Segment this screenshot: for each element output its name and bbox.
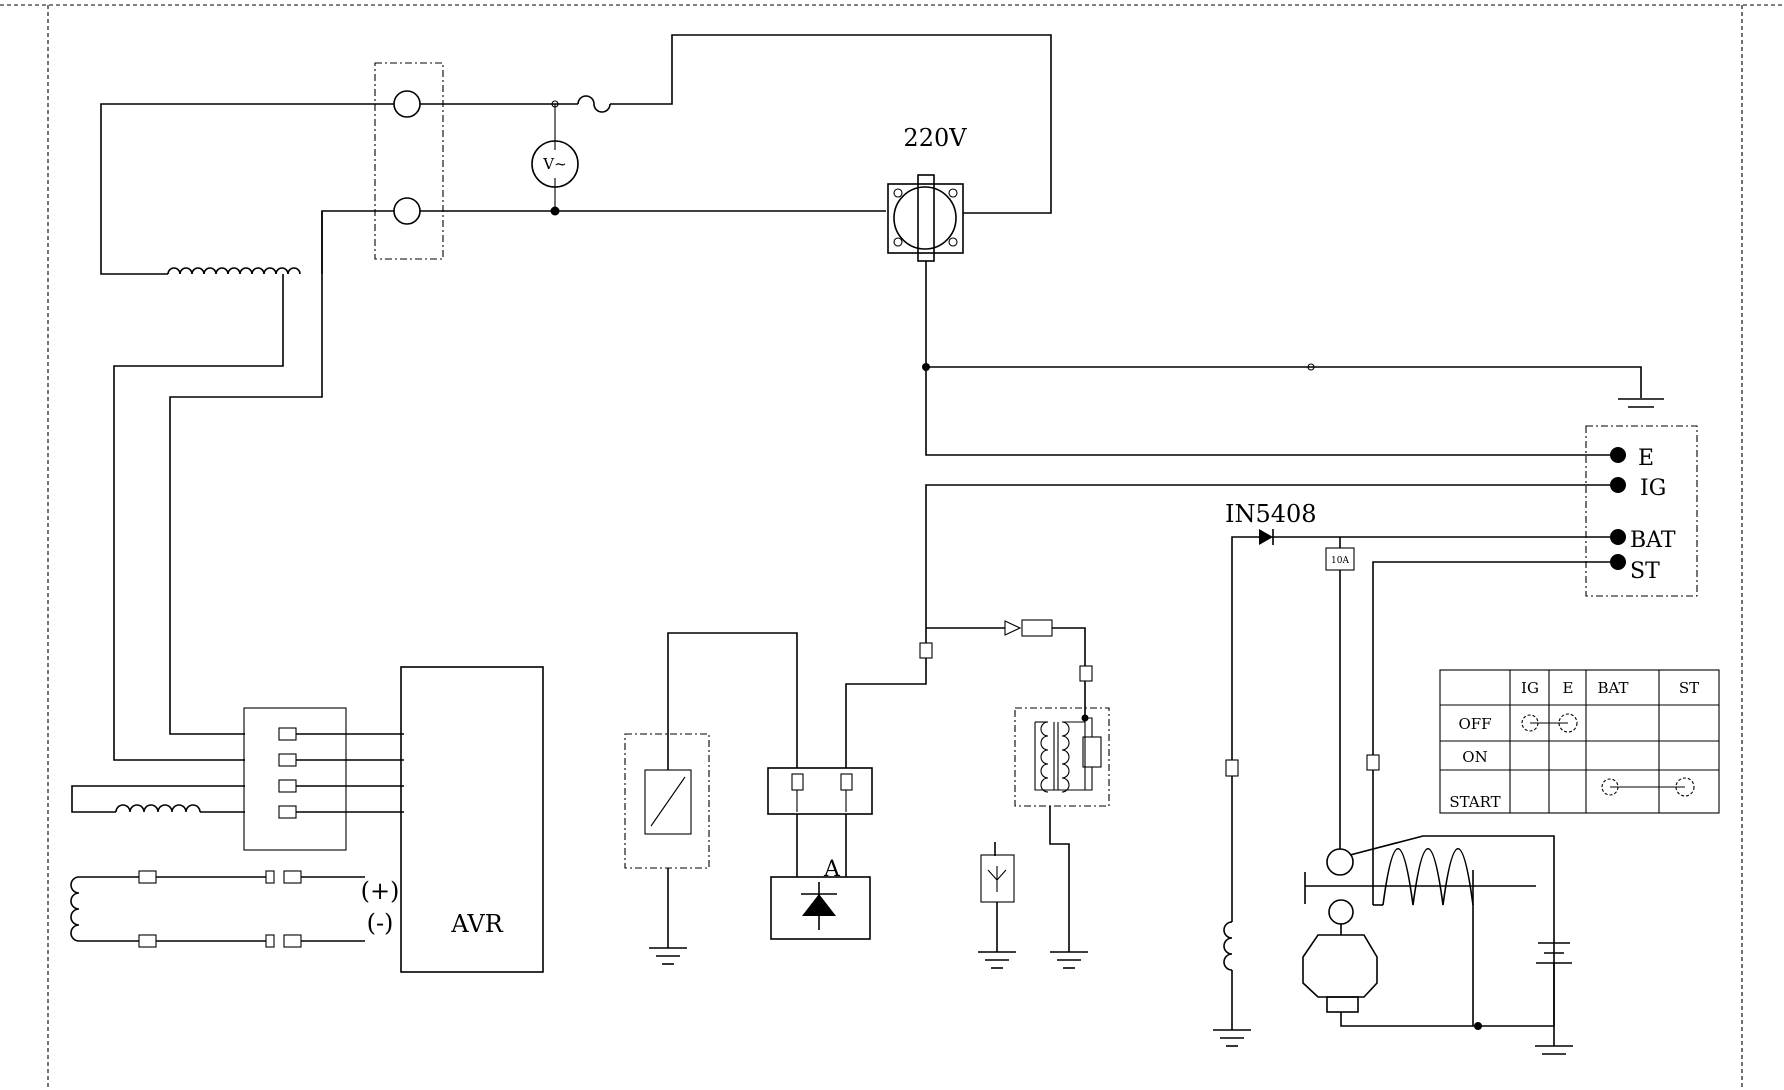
- avr-unit: AVR (+) (-): [361, 666, 544, 973]
- voltmeter-label: V~: [542, 155, 566, 173]
- output-wiring: [420, 34, 1052, 216]
- ignition-switch: E IG BAT ST: [1585, 425, 1698, 597]
- table-row-off: OFF: [1458, 715, 1491, 733]
- page-frame: [0, 4, 1784, 1090]
- avr-minus-label: (-): [367, 909, 394, 937]
- avr-plus-label: (+): [361, 877, 400, 905]
- table-header-ig: IG: [1521, 679, 1539, 697]
- table-row-on: ON: [1462, 748, 1487, 766]
- ground-bus: [922, 261, 1664, 456]
- ignition-wire: [845, 484, 1610, 768]
- fuse-label: 10A: [1331, 556, 1349, 566]
- table-header-st: ST: [1679, 679, 1699, 697]
- terminal-st: ST: [1630, 559, 1660, 584]
- avr-label: AVR: [450, 910, 503, 938]
- output-terminal-block: [374, 62, 444, 260]
- terminal-e: E: [1638, 446, 1654, 471]
- main-stator-wiring: [100, 103, 394, 761]
- ignition-coil: [978, 707, 1110, 969]
- voltage-label: 220V: [903, 124, 967, 152]
- diode-label: IN5408: [1225, 500, 1317, 528]
- ac-socket: [887, 174, 964, 262]
- charging-circuit: [624, 632, 873, 965]
- terminal-bat: BAT: [1630, 528, 1676, 553]
- table-header-e: E: [1563, 679, 1574, 697]
- terminal-ig: IG: [1640, 476, 1666, 501]
- table-header-bat: BAT: [1597, 679, 1628, 697]
- exciter-winding: [70, 870, 365, 948]
- voltmeter: V~: [531, 140, 579, 188]
- switch-position-table: IG E BAT ST OFF ON START: [1439, 669, 1720, 814]
- rectifier-label: A: [823, 857, 841, 882]
- avr-connector: [71, 707, 404, 851]
- table-row-start: START: [1449, 793, 1500, 811]
- starter-circuit: 10A: [1213, 529, 1610, 1055]
